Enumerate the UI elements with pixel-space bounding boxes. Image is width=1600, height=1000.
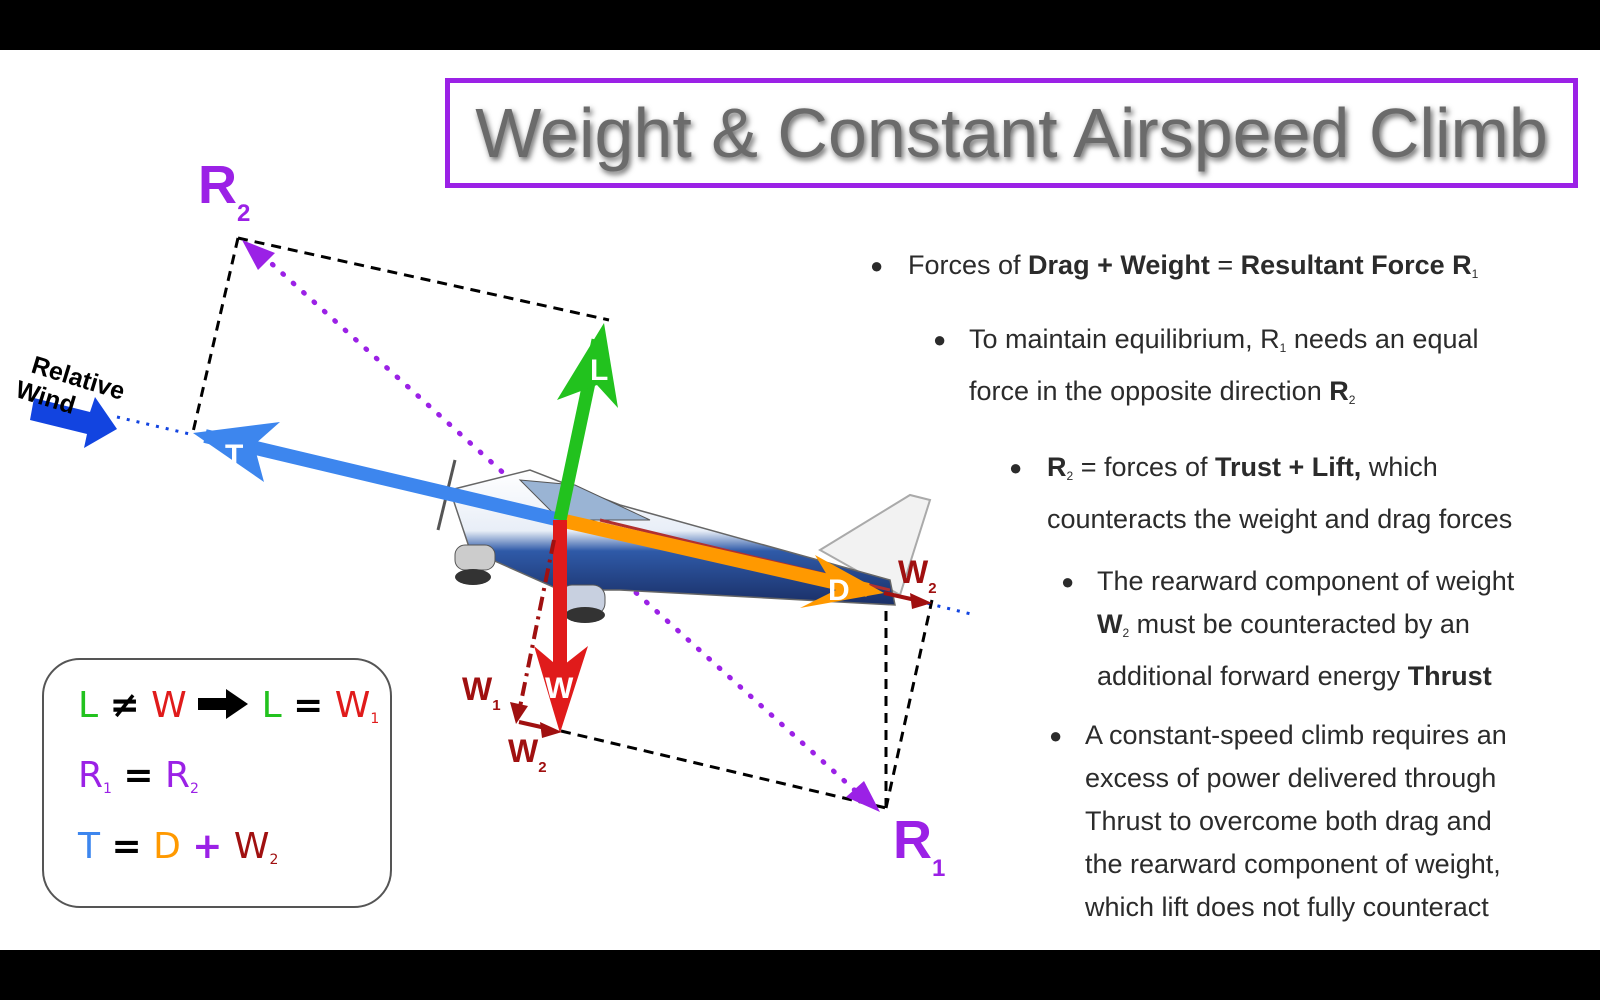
r1-label: R1: [893, 810, 945, 882]
lift-label: L: [590, 354, 608, 387]
eq3-w2: W2: [233, 826, 279, 868]
eq1-weight: W: [151, 685, 187, 726]
eq3-w2-sub: 2: [269, 852, 279, 868]
weight-arrow: W: [534, 520, 588, 733]
eq2-r1-sub: 1: [103, 781, 112, 797]
eq3-equals: =: [111, 826, 142, 867]
force-diagram: Relative Wind: [12, 155, 976, 882]
eq2-r2-sub: 2: [190, 781, 199, 797]
eq2-r2-letter: R: [165, 755, 191, 796]
eq2-r2: R2: [165, 755, 199, 797]
eq2-r1-letter: R: [78, 755, 104, 796]
eq1-lift-2: L: [261, 685, 282, 726]
equation-3: T = D + W2: [78, 826, 278, 868]
eq3-plus: +: [192, 826, 223, 867]
w1-component-arrow: W1: [462, 539, 556, 724]
eq1-not-equal: ≠: [109, 685, 140, 726]
page-title: Weight & Constant Airspeed Climb: [475, 94, 1548, 172]
eq1-lift: L: [78, 685, 99, 726]
eq1-w1-sub: 1: [370, 711, 380, 727]
slide: Weight & Constant Airspeed Climb Relativ…: [0, 50, 1600, 950]
relative-wind-arrow: [30, 397, 117, 448]
equations-box: L ≠ W L = W1 R1 = R2 T = D + W2: [42, 658, 392, 908]
lift-arrow: L: [553, 323, 618, 522]
w1-label: W1: [462, 671, 501, 714]
w2-upper-label: W2: [898, 554, 937, 597]
relative-wind-line: [116, 415, 195, 437]
eq3-thrust: T: [78, 826, 100, 867]
w2-upper-arrow: W2: [883, 554, 937, 609]
eq3-w2-letter: W: [233, 826, 270, 867]
w2-lower-arrow: W2: [508, 720, 562, 776]
equation-1: L ≠ W L = W1: [78, 685, 379, 727]
eq1-w1: W1: [334, 685, 380, 727]
drag-label: D: [828, 574, 850, 607]
r2-label: R2: [198, 155, 250, 227]
drag-arrow: D: [558, 513, 884, 608]
thrust-label: T: [225, 439, 243, 472]
eq2-r1: R1: [78, 755, 112, 797]
eq3-drag: D: [153, 826, 181, 867]
thrust-arrow: T: [193, 422, 562, 527]
resultant-r1-r2-line: [242, 240, 880, 812]
force-parallelogram: [191, 236, 934, 810]
equation-2: R1 = R2: [78, 755, 199, 797]
weight-label: W: [545, 672, 574, 705]
w2-lower-label: W2: [508, 733, 547, 776]
title-box: Weight & Constant Airspeed Climb: [445, 78, 1578, 188]
eq2-equals: =: [123, 755, 154, 796]
arrow-right-bold-icon: [198, 689, 249, 719]
eq1-equals: =: [293, 685, 324, 726]
eq1-w1-letter: W: [334, 685, 371, 726]
